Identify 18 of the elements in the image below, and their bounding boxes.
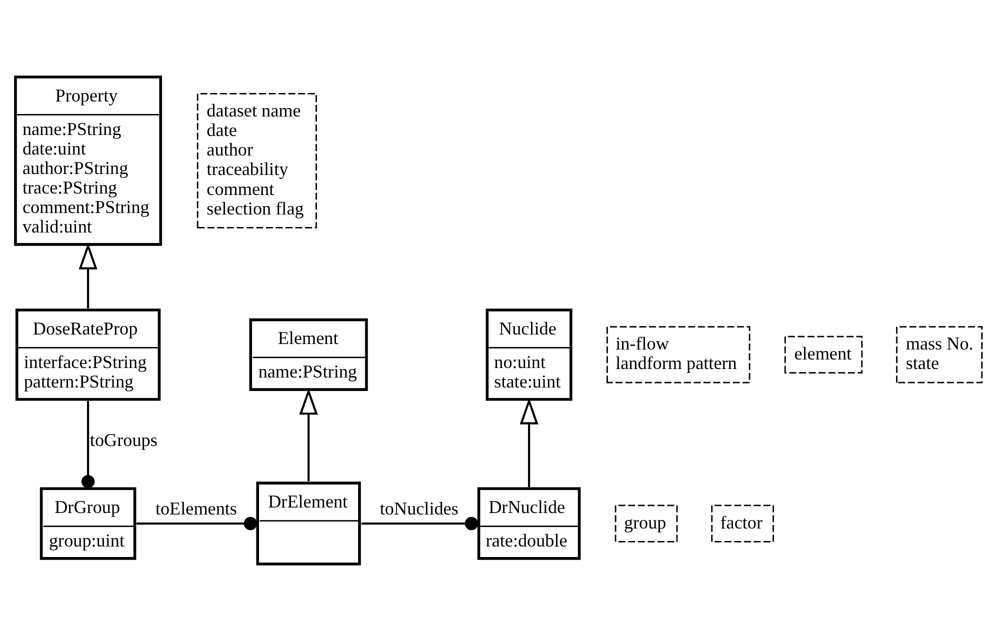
connector <box>136 516 258 530</box>
node-box: Nuclide no:uint state:uint <box>486 308 572 400</box>
node-box: DoseRateProp interface:PString pattern:PString <box>16 308 161 400</box>
node-box: Property name:PString date:uint author:PString trace:PString comment:PString valid:uint <box>14 75 162 246</box>
node-box: element <box>784 335 863 374</box>
node-box: factor <box>711 504 774 542</box>
arrow <box>299 388 318 481</box>
arrow <box>78 242 98 308</box>
node-box: DrNuclide rate:double <box>477 486 581 560</box>
node-box: mass No. state <box>896 326 983 383</box>
node-box: group <box>614 504 678 542</box>
edge-label: toNuclides <box>380 498 458 518</box>
edge-label: toElements <box>155 498 237 518</box>
node-box: dataset name date author traceability comment selection flag <box>196 92 317 228</box>
connector <box>361 516 478 530</box>
connector <box>81 400 95 488</box>
node-box: in-flow landform pattern <box>606 326 750 383</box>
edge-label: toGroups <box>90 429 158 450</box>
